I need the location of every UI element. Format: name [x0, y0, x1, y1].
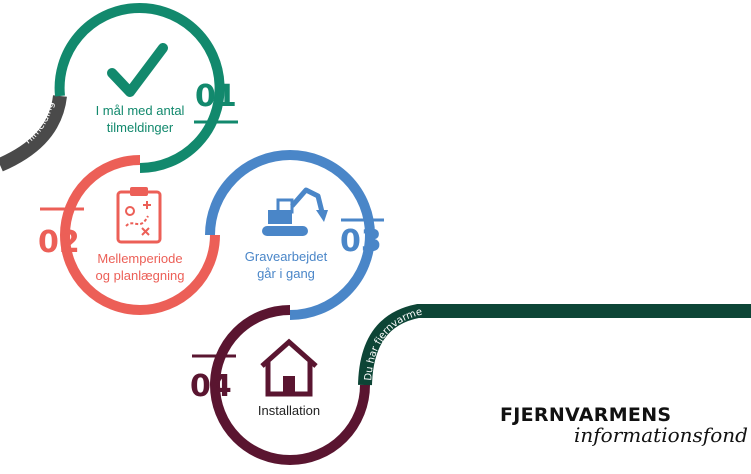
logo-line1: FJERNVARMENS: [500, 404, 672, 426]
step4-label-line1: Installation: [257, 403, 321, 418]
step2-ring: [60, 155, 220, 315]
clipboard-plan-icon: [116, 187, 162, 244]
step4-ring: [210, 305, 370, 465]
checkmark-icon: [107, 43, 168, 97]
step4-number: 04: [190, 369, 232, 404]
step3-ring: [205, 150, 375, 320]
step3-number: 03: [340, 224, 382, 259]
step4-label: Installation: [246, 402, 332, 419]
step3-label: Gravearbejdet går i gang: [236, 248, 336, 282]
logo-line2: informationsfond: [574, 423, 748, 447]
tilmelding-path: [0, 94, 67, 172]
step1-label-line2: tilmeldinger: [106, 120, 174, 135]
step2-label-line2: og planlægning: [95, 268, 185, 283]
step1-ring: [54, 3, 225, 173]
step1-label: I mål med antal tilmeldinger: [80, 102, 200, 136]
step1-label-line1: I mål med antal: [95, 103, 185, 118]
step2-label-line1: Mellemperiode: [97, 251, 183, 266]
step2-number: 02: [38, 225, 80, 260]
step3-label-line1: Gravearbejdet: [244, 249, 328, 264]
step3-label-line2: går i gang: [257, 266, 315, 281]
fjernvarme-path: [358, 304, 751, 386]
step2-label: Mellemperiode og planlægning: [82, 250, 198, 284]
house-icon: [260, 338, 318, 397]
excavator-icon: [262, 187, 328, 236]
step1-number: 01: [195, 79, 237, 114]
